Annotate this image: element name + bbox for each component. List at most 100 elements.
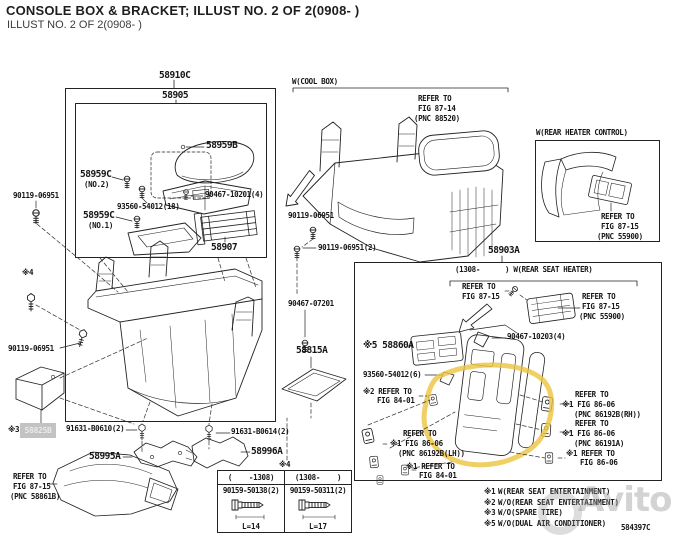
cool-box-console-drawing: [285, 116, 504, 353]
diagram-label: 90119-06951: [13, 191, 59, 200]
diagram-label: (PNC 58861B): [10, 492, 60, 501]
bolt-part-number: 90159-50138(2): [222, 486, 280, 495]
legend-marker: ※1: [484, 487, 496, 496]
diagram-label: 58959B: [206, 140, 238, 151]
diagram-label: ※1 FIG 86-06: [562, 400, 615, 409]
diagram-label: ※2 REFER TO: [363, 387, 412, 396]
diagram-label: 90119-06951: [8, 344, 54, 353]
diagram-label: ※1 REFER TO: [566, 449, 615, 458]
selected-part-badge: 58825B: [20, 423, 56, 438]
bottom-left-parts-drawing: [15, 366, 251, 517]
diagram-label: 90119-06951: [288, 211, 334, 220]
diagram-label: REFER TO: [462, 282, 496, 291]
diagram-label: 58905: [162, 90, 189, 101]
diagram-label: 91631-B0610(2): [66, 424, 125, 433]
selected-part-number: 58825B: [24, 426, 52, 435]
legend-item: ※1 W(REAR SEAT ENTERTAINMENT): [484, 487, 619, 498]
diagram-label: ※4: [22, 268, 34, 277]
diagram-label: ※1 REFER TO: [406, 462, 455, 471]
diagram-label: 58959C: [83, 210, 115, 221]
diagram-label: 58959C: [80, 169, 112, 180]
diagram-label: REFER TO: [13, 472, 47, 481]
diagram-label: (PNC 86191A): [574, 439, 624, 448]
legend-item: ※3 W/O(SPARE TIRE): [484, 508, 619, 519]
diagram-label: 58903A: [488, 245, 520, 256]
diagram-label: 90467-10201(4): [205, 190, 264, 199]
diagram-label: 58996A: [251, 446, 283, 457]
diagram-label: ※1 FIG 86-06: [390, 439, 443, 448]
diagram-label: 93560-54012(18): [117, 202, 180, 211]
diagram-label: FIG 87-15: [601, 222, 639, 231]
diagram-label: 58995A: [89, 451, 121, 462]
legend-marker: ※5: [484, 519, 496, 529]
table-cell-late: 90159-50311(2) L=17: [285, 485, 351, 532]
table-bolt-glyphs: [231, 499, 336, 520]
diagram-label: FIG 84-01: [419, 471, 457, 480]
diagram-label: 58815A: [296, 345, 328, 356]
legend-marker: ※3: [484, 508, 496, 518]
legend-item: ※2 W/O(REAR SEAT ENTERTAINMENT): [484, 498, 619, 509]
diagram-label: 58907: [211, 242, 238, 253]
diagram-label: ※5 58860A: [363, 340, 414, 351]
diagram-label: 91631-B0614(2): [231, 427, 290, 436]
diagram-label: FIG 87-15: [13, 482, 51, 491]
diagram-label: 58910C: [159, 70, 191, 81]
mat-drawing: [281, 356, 347, 402]
bolt-length: L=17: [308, 522, 328, 531]
diagram-label: 90467-10203(4): [507, 332, 566, 341]
left-fasteners: [27, 200, 88, 349]
diagram-label: 90119-06951(2): [318, 243, 377, 252]
table-body-row: 90159-50138(2) L=14 90159-50311(2) L=17: [218, 485, 351, 532]
diagram-label: 93560-54012(6): [363, 370, 422, 379]
diagram-label: FIG 87-15: [582, 302, 620, 311]
diagram-label: ※1 FIG 86-06: [562, 429, 615, 438]
highlight-loop: [421, 362, 555, 468]
diagram-label: REFER TO: [575, 419, 609, 428]
legend-text: W/O(REAR SEAT ENTERTAINMENT): [498, 497, 619, 507]
rear-heater-control-drawing: [541, 151, 632, 218]
diagram-label: REFER TO: [601, 212, 635, 221]
diagram-label: FIG 87-14: [418, 104, 456, 113]
diagram-label: FIG 84-01: [377, 396, 415, 405]
table-header-row: ( -1308) (1308- ): [218, 471, 351, 485]
diagram-label: W(REAR HEATER CONTROL): [536, 128, 628, 137]
diagram-label: (PNC 86192B(LH)): [398, 449, 465, 458]
diagram-label: (PNC 88520): [414, 114, 460, 123]
page-title: CONSOLE BOX & BRACKET; ILLUST NO. 2 OF 2…: [6, 3, 360, 18]
bolt-part-number: 90159-50311(2): [289, 486, 347, 495]
diagram-label: (PNC 55900): [597, 232, 643, 241]
dashed-leader-lines: [35, 223, 573, 471]
diagram-label: ※3: [8, 425, 20, 434]
legend: ※1 W(REAR SEAT ENTERTAINMENT) ※2 W/O(REA…: [484, 487, 619, 530]
rear-console-panel-drawing: [361, 285, 581, 485]
diagram-label: REFER TO: [575, 390, 609, 399]
diagram-label: (PNC 86192B(RH)): [574, 410, 641, 419]
diagram-label: 90467-07201: [288, 299, 334, 308]
diagram-label: (NO.1): [88, 221, 113, 230]
legend-item: ※5 W/O(DUAL AIR CONDITIONER): [484, 519, 619, 530]
legend-text: W/O(SPARE TIRE): [498, 508, 563, 518]
table-header-late: (1308- ): [294, 473, 342, 482]
legend-text: W(REAR SEAT ENTERTAINMENT): [498, 487, 611, 496]
diagram-label: (NO.2): [84, 180, 109, 189]
page-subtitle: ILLUST NO. 2 OF 2(0908- ): [7, 19, 142, 31]
legend-marker: ※2: [484, 497, 496, 507]
legend-text: W/O(DUAL AIR CONDITIONER): [498, 519, 606, 529]
diagram-label: REFER TO: [403, 429, 437, 438]
diagram-label: FIG 87-15: [462, 292, 500, 301]
bolt-length-table: ( -1308) (1308- ) 90159-50138(2) L=14 90…: [217, 470, 352, 533]
diagram-label: ※4: [279, 460, 291, 469]
diagram-label: REFER TO: [582, 292, 616, 301]
diagram-label: REFER TO: [418, 94, 452, 103]
diagram-label: (PNC 55900): [579, 312, 625, 321]
table-cell-early: 90159-50138(2) L=14: [218, 485, 285, 532]
console-frame-drawing: [87, 240, 263, 417]
frame-boxes: [65, 88, 662, 481]
table-header-early: ( -1308): [218, 471, 285, 484]
bolt-length: L=14: [241, 522, 261, 531]
armrest-assembly-drawing: [111, 141, 258, 256]
diagram-label: FIG 86-06: [580, 458, 618, 467]
diagram-label: (1308- ) W(REAR SEAT HEATER): [455, 265, 593, 274]
